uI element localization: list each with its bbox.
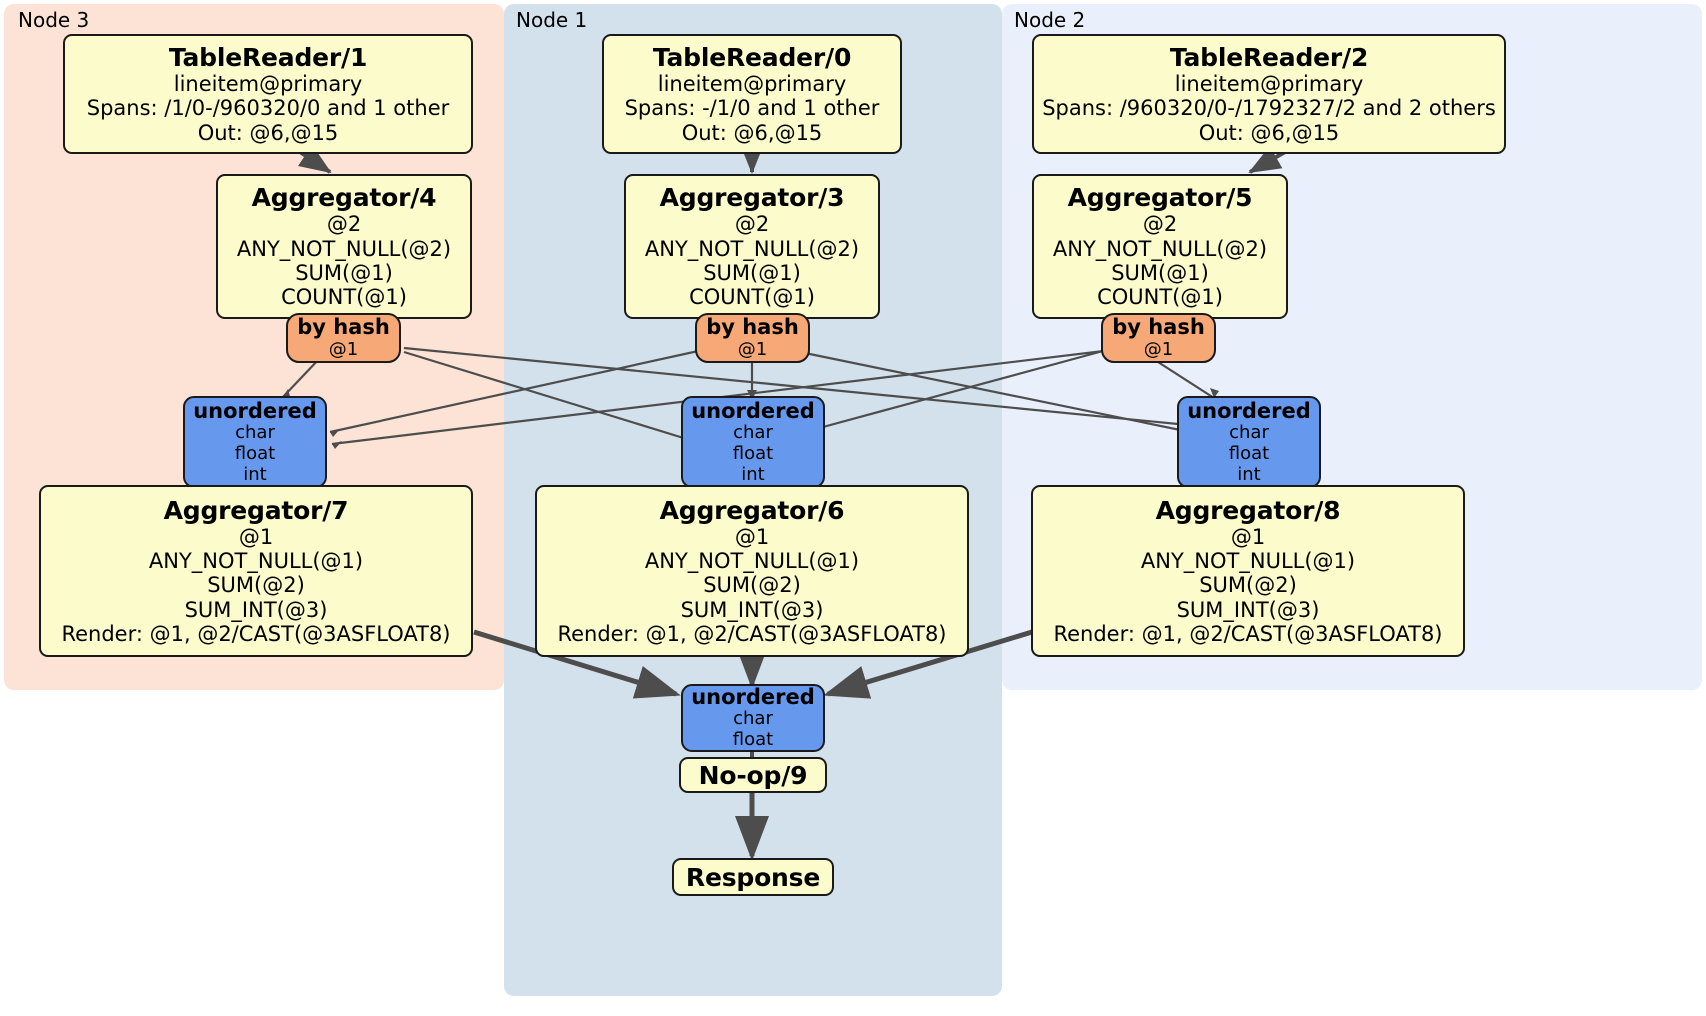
hash-router-node-1-title: by hash (706, 315, 799, 340)
aggregator-6-agg-2: SUM(@2) (703, 573, 801, 598)
aggregator-7-agg-2: SUM(@2) (207, 573, 305, 598)
table-reader-1-node[interactable]: TableReader/1 lineitem@primary Spans: /1… (63, 34, 473, 154)
no-op-9-node[interactable]: No-op/9 (679, 757, 827, 793)
aggregator-3-agg-3: COUNT(@1) (689, 285, 815, 310)
panel-label-node-2: Node 2 (1014, 8, 1086, 32)
aggregator-8-agg-2: SUM(@2) (1199, 573, 1297, 598)
aggregator-4-title: Aggregator/4 (251, 183, 437, 213)
final-unordered-synchronizer-type-1: char (733, 708, 773, 730)
hash-router-node-2-title: by hash (1112, 315, 1205, 340)
table-reader-2-out: Out: @6,@15 (1198, 120, 1340, 145)
unordered-synchronizer-node-3-type-2: float (234, 442, 276, 464)
aggregator-3-agg-2: SUM(@1) (703, 261, 801, 285)
aggregator-4-agg-3: COUNT(@1) (281, 285, 407, 310)
aggregator-7-agg-3: SUM_INT(@3) (184, 597, 328, 622)
hash-router-node-3-title: by hash (297, 315, 390, 340)
unordered-synchronizer-node-2-title: unordered (1187, 398, 1311, 423)
aggregator-8-node[interactable]: Aggregator/8 @1 ANY_NOT_NULL(@1) SUM(@2)… (1031, 485, 1465, 657)
aggregator-4-agg-2: SUM(@1) (295, 261, 393, 285)
aggregator-3-agg-1: ANY_NOT_NULL(@2) (644, 236, 860, 261)
aggregator-5-title: Aggregator/5 (1067, 183, 1253, 213)
aggregator-5-group: @2 (1142, 212, 1178, 237)
hash-router-node-2-column: @1 (1143, 338, 1174, 360)
unordered-synchronizer-node-2-type-2: float (1228, 442, 1270, 464)
final-unordered-synchronizer-node[interactable]: unordered char float (681, 684, 825, 752)
unordered-synchronizer-node-2-type-1: char (1229, 421, 1269, 443)
table-reader-2-node[interactable]: TableReader/2 lineitem@primary Spans: /9… (1032, 34, 1506, 154)
table-reader-1-spans: Spans: /1/0-/960320/0 and 1 other (86, 96, 450, 121)
hash-router-node-3[interactable]: by hash @1 (286, 313, 401, 363)
table-reader-1-title: TableReader/1 (168, 42, 368, 72)
unordered-synchronizer-node-2[interactable]: unordered char float int (1177, 396, 1321, 488)
table-reader-2-table: lineitem@primary (1174, 71, 1364, 96)
table-reader-1-table: lineitem@primary (173, 71, 363, 96)
table-reader-2-spans: Spans: /960320/0-/1792327/2 and 2 others (1042, 96, 1496, 121)
aggregator-6-render: Render: @1, @2/CAST(@3ASFLOAT8) (557, 622, 947, 647)
aggregator-6-agg-3: SUM_INT(@3) (680, 597, 824, 622)
table-reader-0-out: Out: @6,@15 (681, 120, 823, 145)
hash-router-node-1-column: @1 (737, 338, 768, 360)
aggregator-5-node[interactable]: Aggregator/5 @2 ANY_NOT_NULL(@2) SUM(@1)… (1032, 174, 1288, 319)
aggregator-7-node[interactable]: Aggregator/7 @1 ANY_NOT_NULL(@1) SUM(@2)… (39, 485, 473, 657)
table-reader-1-out: Out: @6,@15 (197, 120, 339, 145)
hash-router-node-3-column: @1 (328, 338, 359, 360)
unordered-synchronizer-node-3-type-3: int (243, 463, 267, 485)
unordered-synchronizer-node-3-title: unordered (193, 398, 317, 423)
no-op-9-title: No-op/9 (698, 760, 808, 790)
table-reader-0-node[interactable]: TableReader/0 lineitem@primary Spans: -/… (602, 34, 902, 154)
aggregator-8-agg-1: ANY_NOT_NULL(@1) (1140, 548, 1356, 573)
table-reader-2-title: TableReader/2 (1169, 42, 1369, 72)
response-title: Response (685, 862, 821, 892)
hash-router-node-2[interactable]: by hash @1 (1101, 313, 1216, 363)
unordered-synchronizer-node-1-title: unordered (691, 398, 815, 423)
aggregator-8-agg-3: SUM_INT(@3) (1176, 597, 1320, 622)
panel-label-node-1: Node 1 (516, 8, 588, 32)
table-reader-0-spans: Spans: -/1/0 and 1 other (624, 96, 880, 121)
final-unordered-synchronizer-title: unordered (691, 684, 815, 709)
aggregator-5-agg-3: COUNT(@1) (1097, 285, 1223, 310)
unordered-synchronizer-node-2-type-3: int (1237, 463, 1261, 485)
aggregator-8-group: @1 (1230, 524, 1266, 549)
aggregator-8-title: Aggregator/8 (1155, 495, 1341, 525)
aggregator-4-node[interactable]: Aggregator/4 @2 ANY_NOT_NULL(@2) SUM(@1)… (216, 174, 472, 319)
aggregator-6-title: Aggregator/6 (659, 495, 845, 525)
unordered-synchronizer-node-1[interactable]: unordered char float int (681, 396, 825, 488)
aggregator-3-title: Aggregator/3 (659, 183, 845, 213)
aggregator-5-agg-2: SUM(@1) (1111, 261, 1209, 285)
aggregator-7-render: Render: @1, @2/CAST(@3ASFLOAT8) (61, 622, 451, 647)
table-reader-0-title: TableReader/0 (652, 42, 852, 72)
table-reader-0-table: lineitem@primary (657, 71, 847, 96)
aggregator-6-agg-1: ANY_NOT_NULL(@1) (644, 548, 860, 573)
unordered-synchronizer-node-3[interactable]: unordered char float int (183, 396, 327, 488)
panel-label-node-3: Node 3 (18, 8, 90, 32)
aggregator-4-group: @2 (326, 212, 362, 237)
unordered-synchronizer-node-1-type-1: char (733, 421, 773, 443)
aggregator-3-group: @2 (734, 212, 770, 237)
final-unordered-synchronizer-type-2: float (732, 729, 774, 751)
aggregator-4-agg-1: ANY_NOT_NULL(@2) (236, 236, 452, 261)
aggregator-8-render: Render: @1, @2/CAST(@3ASFLOAT8) (1053, 622, 1443, 647)
aggregator-6-group: @1 (734, 524, 770, 549)
aggregator-7-agg-1: ANY_NOT_NULL(@1) (148, 548, 364, 573)
response-node[interactable]: Response (672, 858, 834, 896)
aggregator-6-node[interactable]: Aggregator/6 @1 ANY_NOT_NULL(@1) SUM(@2)… (535, 485, 969, 657)
aggregator-5-agg-1: ANY_NOT_NULL(@2) (1052, 236, 1268, 261)
aggregator-3-node[interactable]: Aggregator/3 @2 ANY_NOT_NULL(@2) SUM(@1)… (624, 174, 880, 319)
unordered-synchronizer-node-1-type-2: float (732, 442, 774, 464)
aggregator-7-title: Aggregator/7 (163, 495, 349, 525)
aggregator-7-group: @1 (238, 524, 274, 549)
hash-router-node-1[interactable]: by hash @1 (695, 313, 810, 363)
unordered-synchronizer-node-1-type-3: int (741, 463, 765, 485)
unordered-synchronizer-node-3-type-1: char (235, 421, 275, 443)
